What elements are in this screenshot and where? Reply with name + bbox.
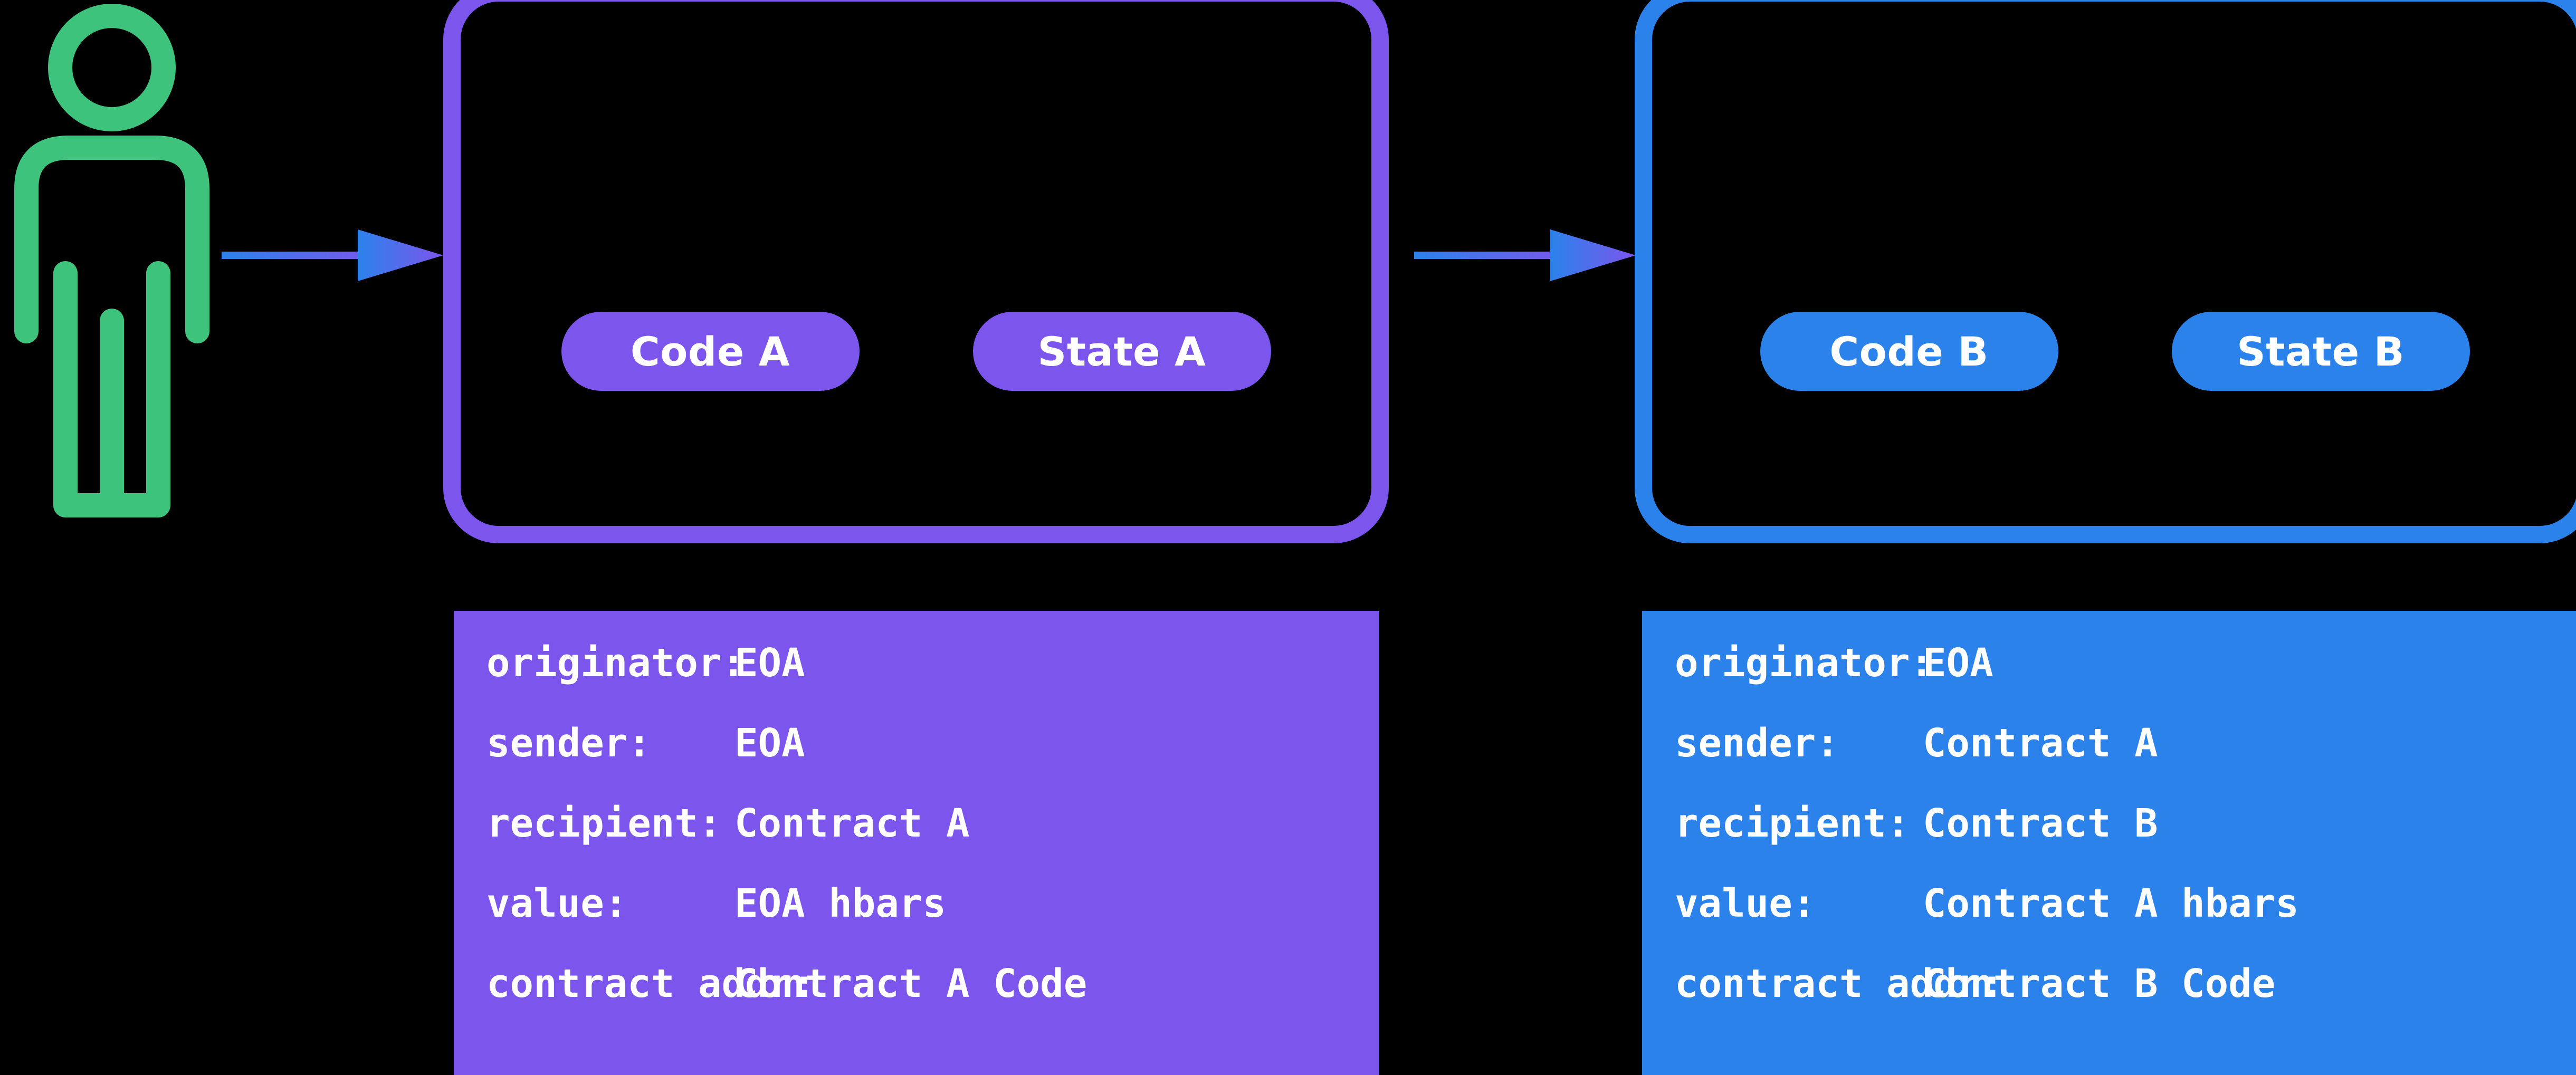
- contract-b-box[interactable]: Code B State B: [1635, 0, 2576, 543]
- contract-a-box[interactable]: Code A State A: [443, 0, 1389, 543]
- property-value: Contract A hbars: [1923, 881, 2299, 926]
- property-value: Contract B: [1923, 801, 2158, 846]
- property-key: contract addr:: [1675, 961, 2004, 1006]
- property-value: Contract B Code: [1923, 961, 2276, 1006]
- property-value: Contract A: [1923, 721, 2158, 766]
- person-icon: [11, 4, 232, 532]
- person-head-shape: [48, 4, 176, 131]
- contract-b-code-pill[interactable]: Code B: [1760, 312, 2058, 391]
- person-right-leg-shape: [100, 261, 170, 517]
- property-value: Contract A Code: [734, 961, 1087, 1006]
- table-row: recipient: Contract A: [486, 801, 1379, 881]
- contract-a-code-pill-label: Code A: [630, 328, 790, 375]
- contract-a-state-pill[interactable]: State A: [972, 312, 1271, 391]
- contract-a-state-pill-label: State A: [1037, 328, 1206, 375]
- contract-a-pill-row: Code A State A: [461, 312, 1371, 391]
- contract-b-code-pill-label: Code B: [1829, 328, 1989, 375]
- table-row: value: Contract A hbars: [1675, 881, 2576, 961]
- table-row: contract addr: Contract A Code: [486, 961, 1379, 1041]
- table-row: value: EOA hbars: [486, 881, 1379, 961]
- property-key: recipient:: [486, 801, 722, 846]
- arrow-eoa-to-contract-a-icon: [222, 224, 449, 287]
- property-key: recipient:: [1675, 801, 1910, 846]
- property-value: EOA: [734, 721, 805, 766]
- property-key: originator:: [1675, 640, 1934, 686]
- property-value: EOA: [734, 640, 805, 686]
- property-key: contract addr:: [486, 961, 816, 1006]
- property-key: sender:: [486, 721, 651, 766]
- table-row: sender: Contract A: [1675, 721, 2576, 801]
- table-row: contract addr: Contract B Code: [1675, 961, 2576, 1041]
- table-row: recipient: Contract B: [1675, 801, 2576, 881]
- table-row: sender: EOA: [486, 721, 1379, 801]
- property-key: originator:: [486, 640, 746, 686]
- contract-b-property-table: originator: EOA sender: Contract A recip…: [1642, 611, 2576, 1075]
- property-key: value:: [1675, 881, 1816, 926]
- property-key: sender:: [1675, 721, 1839, 766]
- contract-b-state-pill-label: State B: [2236, 328, 2405, 375]
- table-row: originator: EOA: [486, 640, 1379, 721]
- person-left-leg-shape: [53, 261, 124, 517]
- property-value: Contract A: [734, 801, 970, 846]
- person-shoulders-shape: [14, 136, 209, 343]
- contract-b-pill-row: Code B State B: [1652, 312, 2576, 391]
- property-value: EOA: [1923, 640, 1993, 686]
- property-key: value:: [486, 881, 628, 926]
- table-row: originator: EOA: [1675, 640, 2576, 721]
- contract-a-code-pill[interactable]: Code A: [561, 312, 860, 391]
- contract-a-property-table: originator: EOA sender: EOA recipient: C…: [454, 611, 1379, 1075]
- arrow-contract-a-to-contract-b-icon: [1414, 224, 1641, 287]
- property-value: EOA hbars: [734, 881, 946, 926]
- contract-b-state-pill[interactable]: State B: [2171, 312, 2470, 391]
